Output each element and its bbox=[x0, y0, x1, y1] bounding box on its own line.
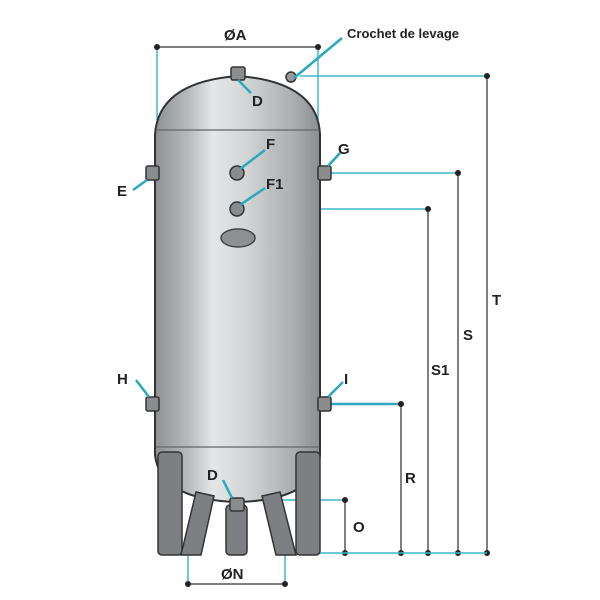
label-f1: F1 bbox=[266, 176, 284, 193]
fitting-d-bottom bbox=[229, 497, 245, 512]
label-g: G bbox=[338, 141, 350, 158]
leg-center bbox=[225, 504, 248, 556]
fitting-g bbox=[317, 165, 332, 181]
label-o: O bbox=[353, 519, 365, 536]
tank-shell bbox=[154, 74, 321, 504]
label-r: R bbox=[405, 470, 416, 487]
label-t: T bbox=[492, 292, 501, 309]
fitting-e bbox=[145, 165, 160, 181]
label-diameter-n: ØN bbox=[221, 566, 244, 583]
fitting-i bbox=[317, 396, 332, 412]
tank bbox=[154, 74, 321, 504]
nameplate-oval bbox=[220, 228, 256, 248]
fitting-h bbox=[145, 396, 160, 412]
leg-inner-left bbox=[180, 491, 215, 556]
label-e: E bbox=[117, 183, 127, 200]
label-lifting-hook: Crochet de levage bbox=[347, 26, 459, 41]
legs bbox=[157, 451, 321, 556]
label-f: F bbox=[266, 136, 275, 153]
leg-inner-right bbox=[261, 491, 297, 556]
label-d-top: D bbox=[252, 93, 263, 110]
labels: ØA Crochet de levage D F F1 G E H I D T … bbox=[117, 26, 501, 583]
label-diameter-a: ØA bbox=[224, 27, 247, 44]
dimension-lines bbox=[154, 44, 490, 587]
label-h: H bbox=[117, 371, 128, 388]
label-s: S bbox=[463, 327, 473, 344]
leader-lines bbox=[132, 37, 344, 499]
leg-left bbox=[157, 451, 183, 556]
fitting-d-top bbox=[230, 66, 246, 81]
leg-right bbox=[295, 451, 321, 556]
label-d-bottom: D bbox=[207, 467, 218, 484]
label-i: I bbox=[344, 371, 348, 388]
label-s1: S1 bbox=[431, 362, 449, 379]
